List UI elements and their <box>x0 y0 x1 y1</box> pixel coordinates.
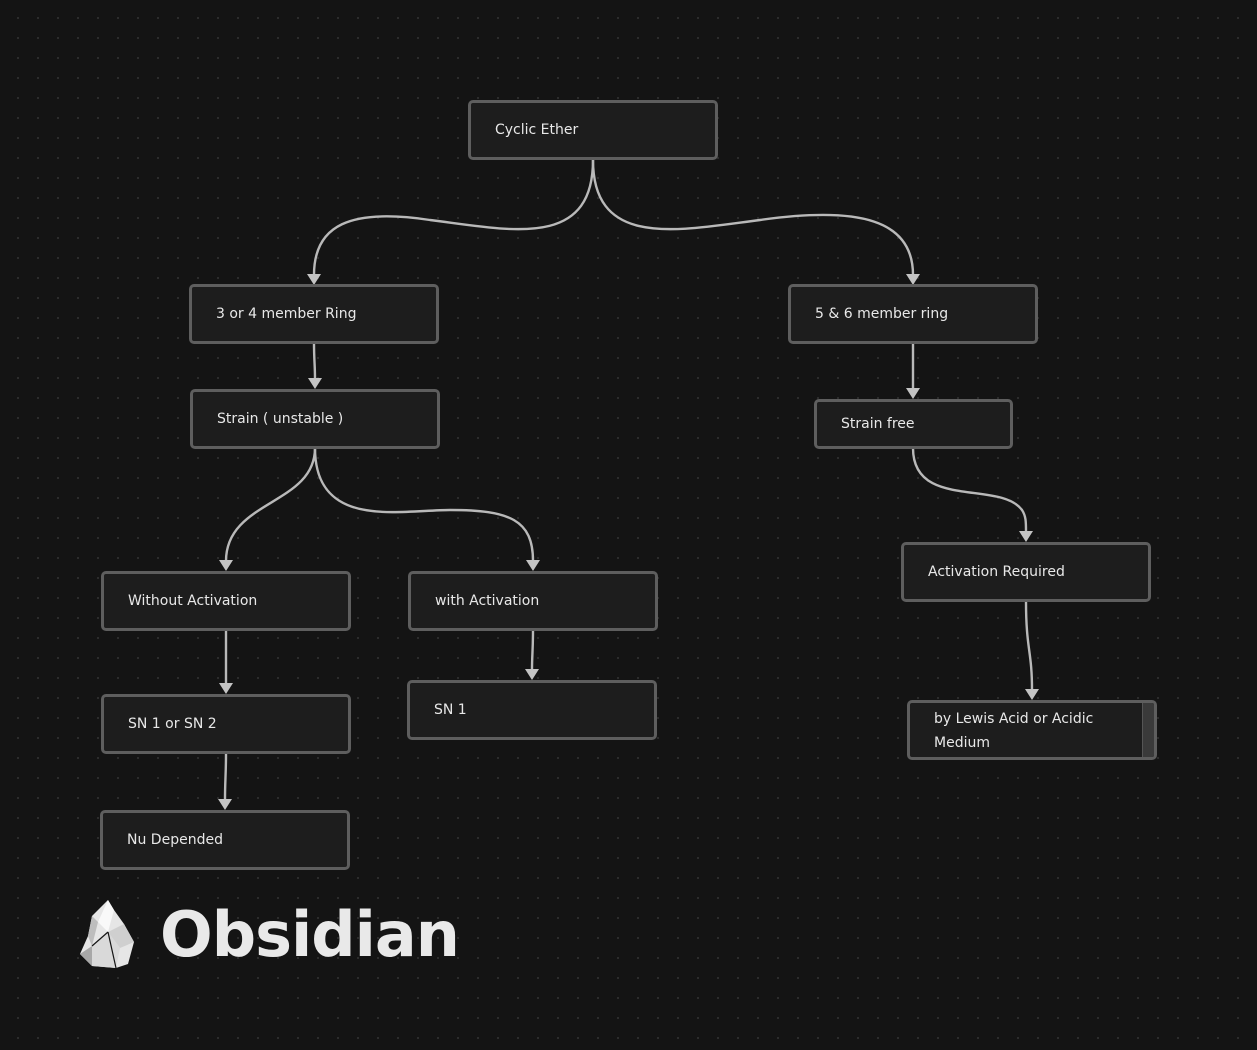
arrowhead <box>219 560 233 571</box>
node-label: Cyclic Ether <box>495 122 579 138</box>
node-label: Nu Depended <box>127 832 223 848</box>
node-sn1[interactable]: SN 1 <box>407 680 657 740</box>
edge-sn1-or-sn2-to-nu-depended <box>223 752 228 801</box>
edge-strain-free-to-activation-required <box>911 447 1028 533</box>
node-with-activation[interactable]: with Activation <box>408 571 658 631</box>
obsidian-gem-icon <box>80 900 134 969</box>
edge-cyclic-ether-to-ring-5-6 <box>591 159 915 276</box>
node-scrollbar[interactable] <box>1142 703 1154 757</box>
edge-strain-unstable-to-without-activation <box>224 447 317 562</box>
node-strain-unstable[interactable]: Strain ( unstable ) <box>190 389 440 449</box>
arrowhead <box>526 560 540 571</box>
edge-activation-required-to-lewis-acid <box>1024 600 1034 691</box>
node-label: 5 & 6 member ring <box>815 306 949 322</box>
brand-wordmark: Obsidian <box>160 898 460 971</box>
node-label: 3 or 4 member Ring <box>216 306 357 322</box>
node-without-activation[interactable]: Without Activation <box>101 571 351 631</box>
node-nu-depended[interactable]: Nu Depended <box>100 810 350 870</box>
arrowhead <box>218 799 232 810</box>
arrowhead <box>525 669 539 680</box>
edge-ring-3-4-to-strain-unstable <box>312 342 317 380</box>
node-label: SN 1 or SN 2 <box>128 716 217 732</box>
node-ring-3-4[interactable]: 3 or 4 member Ring <box>189 284 439 344</box>
node-strain-free[interactable]: Strain free <box>814 399 1013 449</box>
edge-with-activation-to-sn1 <box>530 629 535 671</box>
node-activation-required[interactable]: Activation Required <box>901 542 1151 602</box>
edge-strain-unstable-to-with-activation <box>313 447 535 562</box>
arrowhead <box>1025 689 1039 700</box>
node-label: Strain ( unstable ) <box>217 411 344 427</box>
arrowhead <box>308 378 322 389</box>
node-sn1-or-sn2[interactable]: SN 1 or SN 2 <box>101 694 351 754</box>
node-label: with Activation <box>435 593 540 609</box>
arrowhead <box>906 388 920 399</box>
arrowhead <box>1019 531 1033 542</box>
arrowhead <box>219 683 233 694</box>
edge-cyclic-ether-to-ring-3-4 <box>312 159 595 276</box>
node-cyclic-ether[interactable]: Cyclic Ether <box>468 100 718 160</box>
node-label: by Lewis Acid or Acidic Medium <box>934 711 1094 751</box>
node-label: SN 1 <box>434 702 467 718</box>
node-ring-5-6[interactable]: 5 & 6 member ring <box>788 284 1038 344</box>
node-lewis-acid[interactable]: by Lewis Acid or Acidic Medium <box>907 700 1157 760</box>
node-label: Without Activation <box>128 593 258 609</box>
node-label: Strain free <box>841 416 915 432</box>
brand-logo: Obsidian <box>78 898 498 972</box>
node-label: Activation Required <box>928 564 1065 580</box>
